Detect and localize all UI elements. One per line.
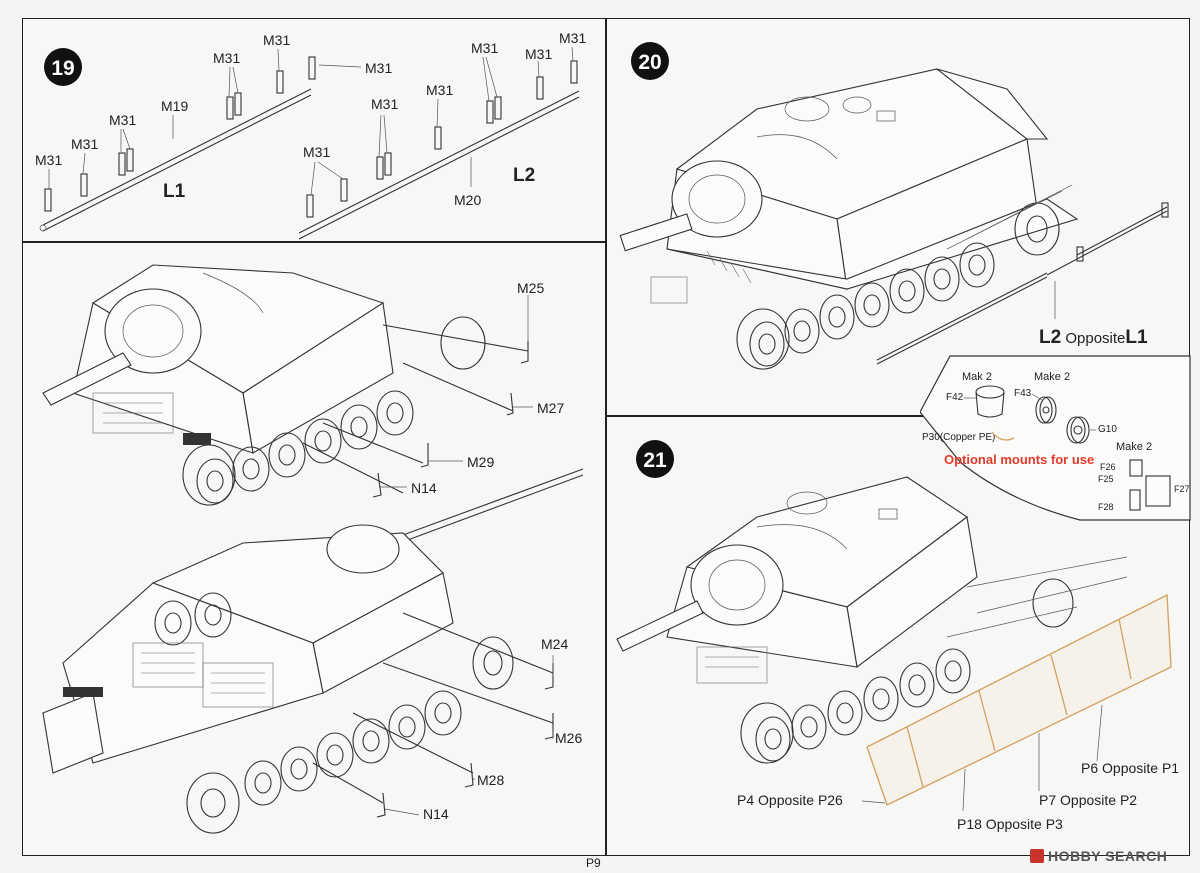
step-22-drawing: M25 M27 M29 N14 M24 M26 M28 N14 bbox=[42, 264, 584, 834]
caption-l1: L1 bbox=[1125, 327, 1148, 348]
hobby-search-logo-icon bbox=[1030, 849, 1044, 863]
m31-label-3: M31 bbox=[109, 112, 136, 128]
m19-label: M19 bbox=[161, 98, 188, 114]
step-21-drawing: 21 bbox=[616, 440, 1179, 832]
step-21-number: 21 bbox=[643, 449, 667, 472]
caption-opposite: Opposite bbox=[1061, 330, 1125, 347]
m31-label-4: M31 bbox=[213, 50, 240, 66]
m31-label-8: M31 bbox=[371, 96, 398, 112]
p6-opposite-p1-label: P6 Opposite P1 bbox=[1081, 760, 1179, 776]
p30-part bbox=[991, 431, 1015, 441]
l1-label: L1 bbox=[163, 181, 186, 202]
f43-label: F43 bbox=[1014, 388, 1032, 399]
m31-label-6: M31 bbox=[365, 60, 392, 76]
p30-label: P30(Copper PE) bbox=[922, 432, 995, 443]
mak-2-label: Mak 2 bbox=[962, 371, 992, 383]
m29-label: M29 bbox=[467, 454, 494, 470]
f43-part bbox=[1035, 396, 1057, 424]
caption-l2: L2 bbox=[1039, 327, 1061, 348]
step-20-panel: 20 bbox=[606, 18, 1190, 416]
m31-label-11: M31 bbox=[525, 46, 552, 62]
pe-side-skirts bbox=[866, 593, 1172, 806]
page-number: P9 bbox=[586, 856, 601, 870]
f42-label: F42 bbox=[946, 392, 964, 403]
m31-label-12: M31 bbox=[559, 30, 586, 46]
g10-label: G10 bbox=[1098, 424, 1117, 435]
m25-label: M25 bbox=[517, 280, 544, 296]
m27-label: M27 bbox=[537, 400, 564, 416]
step-19-badge bbox=[44, 48, 82, 86]
make-2-label-a: Make 2 bbox=[1034, 371, 1070, 383]
m26-label: M26 bbox=[555, 730, 582, 746]
optional-mounts-callout: Mak 2 Make 2 F42 F43 G10 P30(Copper PE) … bbox=[920, 352, 1192, 524]
step-19-drawing: 19 bbox=[35, 30, 586, 240]
tank-upper-view bbox=[42, 264, 533, 506]
m31-label-7: M31 bbox=[303, 144, 330, 160]
l2-rod bbox=[298, 60, 580, 240]
g10-part bbox=[1066, 416, 1090, 444]
m20-label: M20 bbox=[454, 192, 481, 208]
make-2-label-b: Make 2 bbox=[1116, 441, 1152, 453]
p18-opposite-p3-label: P18 Opposite P3 bbox=[957, 816, 1063, 832]
n14-label-upper: N14 bbox=[411, 480, 437, 496]
watermark: HOBBY SEARCH bbox=[1030, 846, 1167, 866]
f25-label: F25 bbox=[1098, 474, 1114, 484]
p7-opposite-p2-label: P7 Opposite P2 bbox=[1039, 792, 1137, 808]
step-20-badge bbox=[631, 42, 669, 80]
tank-lower-view bbox=[42, 524, 554, 834]
f42-part bbox=[975, 385, 1005, 418]
m24-label: M24 bbox=[541, 636, 568, 652]
f25-f28-bracket bbox=[1129, 459, 1171, 511]
step-20-drawing: 20 bbox=[619, 42, 1169, 370]
watermark-brand: HOBBY SEARCH bbox=[1048, 848, 1168, 864]
f28-label: F28 bbox=[1098, 502, 1114, 512]
m31-label-10: M31 bbox=[471, 40, 498, 56]
tank-hull-step-21 bbox=[616, 476, 1128, 764]
step-21-badge bbox=[636, 440, 674, 478]
m31-label-2: M31 bbox=[71, 136, 98, 152]
step-22-panel: M25 M27 M29 N14 M24 M26 M28 N14 bbox=[22, 242, 606, 856]
m31-label-9: M31 bbox=[426, 82, 453, 98]
tank-hull-step-20 bbox=[619, 68, 1169, 370]
optional-mounts-text: Optional mounts for use bbox=[944, 452, 1094, 467]
optional-mounts-drawing: Mak 2 Make 2 F42 F43 G10 P30(Copper PE) … bbox=[920, 355, 1191, 521]
n14-label-lower: N14 bbox=[423, 806, 449, 822]
p4-opposite-p26-label: P4 Opposite P26 bbox=[737, 792, 843, 808]
step-20-caption: L2 OppositeL1 bbox=[1039, 327, 1148, 348]
f27-label: F27 bbox=[1174, 484, 1190, 494]
step-19-number: 19 bbox=[51, 57, 74, 80]
step-19-panel: 19 bbox=[22, 18, 606, 242]
step-20-number: 20 bbox=[638, 51, 661, 74]
m31-label-1: M31 bbox=[35, 152, 62, 168]
l2-label: L2 bbox=[513, 165, 535, 186]
f26-label: F26 bbox=[1100, 462, 1116, 472]
m31-label-5: M31 bbox=[263, 32, 290, 48]
m28-label: M28 bbox=[477, 772, 504, 788]
